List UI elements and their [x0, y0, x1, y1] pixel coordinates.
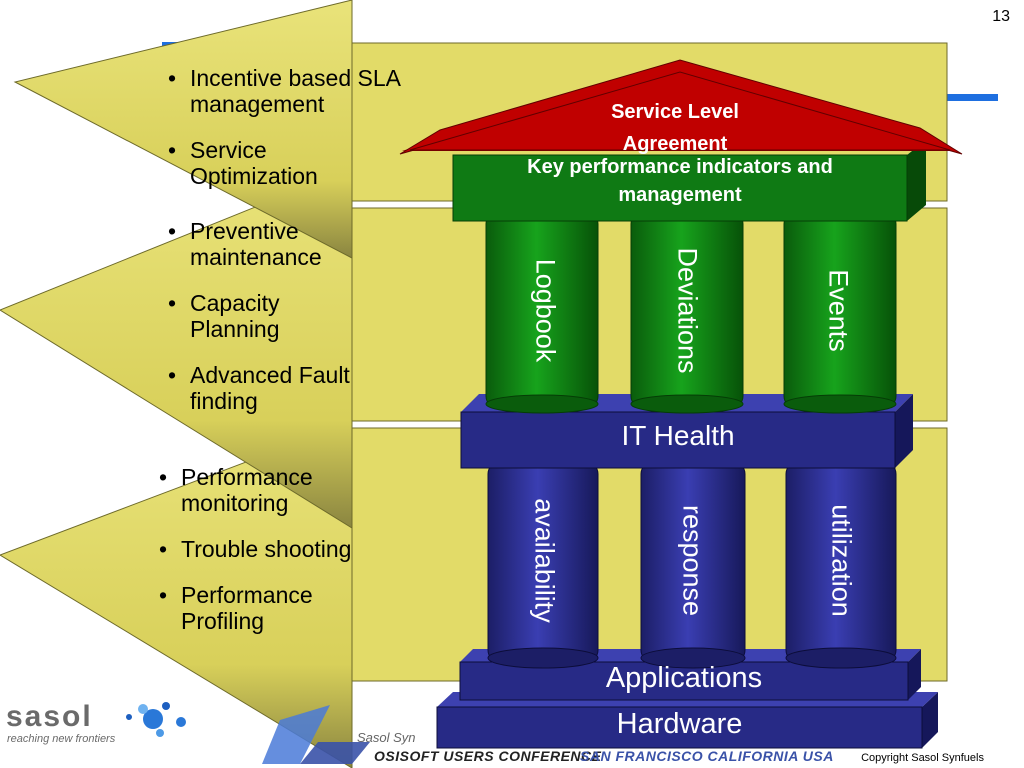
- accent-bar: [946, 94, 998, 101]
- conference-location: SAN FRANCISCO CALIFORNIA USA: [580, 748, 834, 764]
- sasol-tagline: reaching new frontiers: [7, 733, 116, 745]
- lower-pillars: [487, 461, 897, 669]
- it-health-slab-side: [895, 394, 913, 468]
- kpi-slab: [452, 154, 908, 222]
- hardware-label: Hardware: [616, 708, 743, 740]
- upper-pillars: [485, 211, 897, 414]
- bullet-item: Service Optimization: [164, 137, 340, 189]
- sasol-logo-text: sasol: [6, 700, 93, 733]
- kpi-band-label: Key performance indicators and managemen…: [527, 156, 833, 206]
- pillar-label-logbook: Logbook: [530, 258, 561, 363]
- tier-top-bullets: Incentive based SLA management Service O…: [164, 65, 414, 209]
- tier-bottom-bullets: Performance monitoring Trouble shooting …: [155, 464, 405, 654]
- applications-slab-side: [908, 649, 921, 700]
- bullet-item: Performance Profiling: [155, 582, 361, 634]
- page-number: 13: [992, 8, 1010, 25]
- pillar-label-events: Events: [823, 269, 854, 352]
- hardware-slab: [436, 706, 923, 749]
- copyright: Copyright Sasol Synfuels: [861, 752, 984, 764]
- bullet-item: Advanced Fault finding: [164, 362, 400, 414]
- sasol-molecule-logo: [126, 702, 186, 737]
- kpi-slab-side: [907, 140, 926, 221]
- roof-face: [409, 71, 951, 151]
- pillar-label-utilization: utilization: [826, 504, 857, 617]
- applications-label: Applications: [605, 662, 763, 694]
- it-health-slab: [460, 411, 896, 469]
- bullet-item: Preventive maintenance: [164, 218, 340, 270]
- hardware-slab-side: [922, 692, 938, 748]
- conference-name: OSISOFT USERS CONFERENCE: [374, 748, 602, 764]
- bullet-item: Performance monitoring: [155, 464, 331, 516]
- pillar-label-deviations: Deviations: [672, 247, 703, 374]
- conference-swoosh: [262, 705, 330, 764]
- company-name-partial: Sasol Syn: [357, 730, 416, 745]
- bullet-item: Capacity Planning: [164, 290, 320, 342]
- bullet-item: Incentive based SLA management: [164, 65, 420, 117]
- roof-label: Service Level Agreement: [611, 101, 739, 155]
- pillar-label-response: response: [677, 504, 708, 617]
- pillar-label-availability: availability: [529, 498, 560, 623]
- bullet-item: Trouble shooting: [155, 536, 405, 562]
- conference-swoosh-2: [300, 742, 370, 764]
- tier-middle-bullets: Preventive maintenance Capacity Planning…: [164, 218, 404, 434]
- it-health-label: IT Health: [621, 420, 735, 451]
